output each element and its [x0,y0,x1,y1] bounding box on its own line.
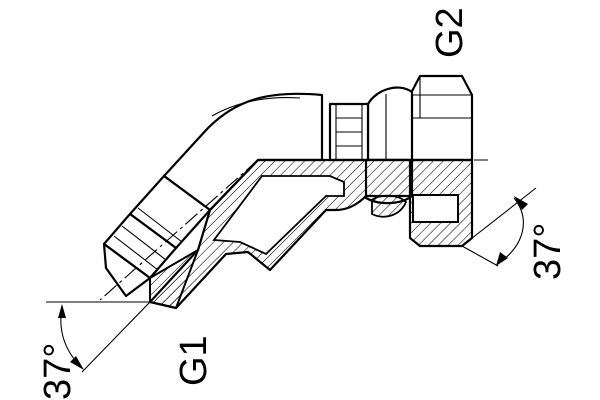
swivel-cone [364,86,414,218]
center-lines [99,159,488,301]
label-angle-g1: 37° [37,343,79,400]
label-g2: G2 [429,7,471,58]
angle-dimension-g1 [46,301,151,373]
tube-stub [328,102,370,162]
angle-dimension-g2 [461,187,537,267]
threaded-end-g1 [102,174,212,310]
union-nut [408,74,474,248]
label-angle-g2: 37° [527,223,569,280]
label-g1: G1 [173,335,215,386]
